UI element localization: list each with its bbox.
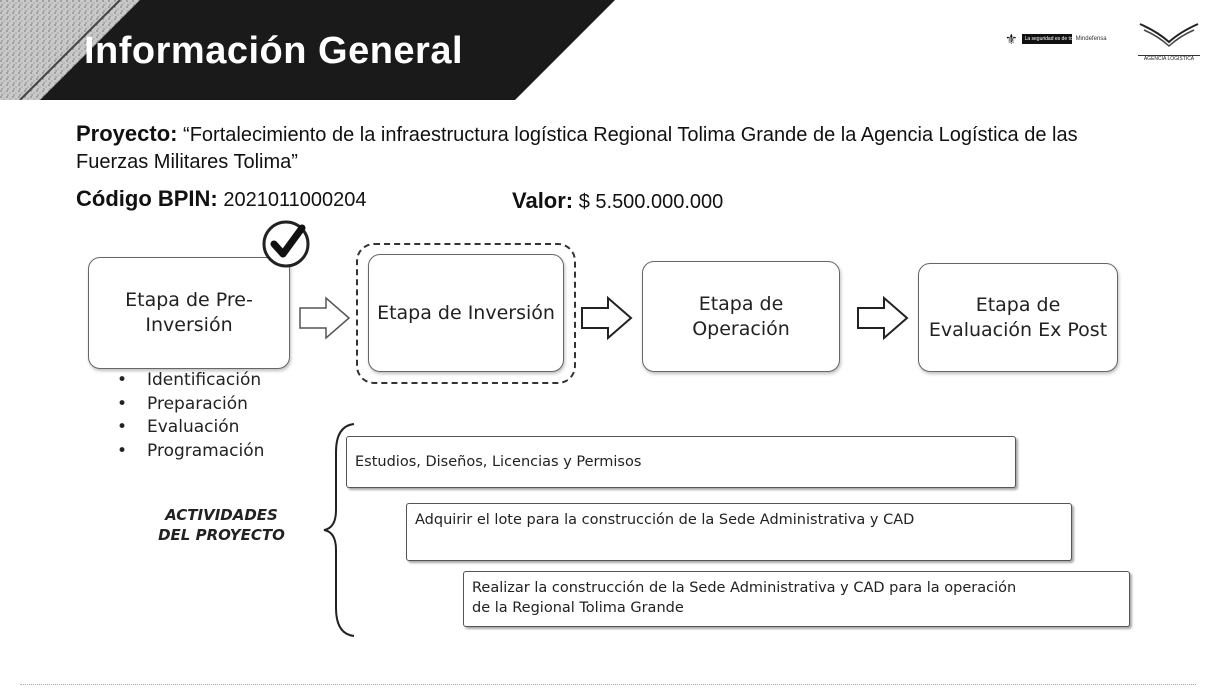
activity-text: Adquirir el lote para la construcción de… xyxy=(415,512,915,528)
checkmark-icon xyxy=(262,220,310,268)
activity-text: Realizar la construcción de la Sede Admi… xyxy=(472,580,1017,616)
stage-pre-inversion-label: Etapa de Pre-Inversión xyxy=(125,289,253,336)
stage-operacion-label: Etapa de Operación xyxy=(692,292,790,340)
stage-pre-inversion: Etapa de Pre-Inversión xyxy=(88,257,290,369)
header-banner xyxy=(0,0,615,100)
activity-item: Realizar la construcción de la Sede Admi… xyxy=(463,571,1130,627)
project-label: Proyecto: xyxy=(76,121,178,146)
crest-icon: ⚜ xyxy=(1005,31,1018,47)
list-item: Programación xyxy=(117,440,264,464)
arrow-right-icon xyxy=(299,296,351,340)
bpin-row: Código BPIN: 2021011000204 xyxy=(76,185,366,214)
curly-brace xyxy=(323,423,355,637)
value-amount: $ 5.500.000.000 xyxy=(578,191,724,213)
project-description: Proyecto: “Fortalecimiento de la infraes… xyxy=(76,120,1151,176)
agency-logo-text: AGENCIA LOGÍSTICA xyxy=(1138,55,1200,62)
activity-item: Adquirir el lote para la construcción de… xyxy=(406,503,1072,561)
list-item: Identificación xyxy=(117,369,264,393)
project-text: “Fortalecimiento de la infraestructura l… xyxy=(76,124,1078,173)
stage-inversion-label: Etapa de Inversión xyxy=(377,301,555,324)
bpin-value: 2021011000204 xyxy=(223,189,367,211)
current-stage-highlight xyxy=(356,243,576,384)
divider xyxy=(20,684,1196,686)
page-title: Información General xyxy=(84,30,464,72)
wings-icon xyxy=(1139,23,1199,48)
arrow-right-icon xyxy=(857,296,909,340)
ministry-logo-sub: Mindefensa xyxy=(1075,36,1107,42)
activities-label: ACTIVIDADES DEL PROYECTO xyxy=(158,506,285,544)
activity-item: Estudios, Diseños, Licencias y Permisos xyxy=(346,436,1016,488)
bpin-label: Código BPIN: xyxy=(76,186,218,211)
list-item: Evaluación xyxy=(117,416,264,440)
agency-logo: AGENCIA LOGÍSTICA xyxy=(1138,20,1200,68)
ministry-logo: ⚜ La seguridad es de todos Mindefensa xyxy=(1005,30,1123,48)
list-item: Preparación xyxy=(117,393,264,417)
stage-inversion: Etapa de Inversión xyxy=(368,254,564,372)
ministry-logo-text: La seguridad es de todos xyxy=(1021,34,1072,44)
value-row: Valor: $ 5.500.000.000 xyxy=(512,187,723,216)
stage-evaluacion-label: Etapa de Evaluación Ex Post xyxy=(928,293,1108,341)
arrow-right-icon xyxy=(581,296,633,340)
stage-evaluacion-ex-post: Etapa de Evaluación Ex Post xyxy=(918,263,1118,372)
pre-inversion-steps: Identificación Preparación Evaluación Pr… xyxy=(117,369,264,463)
value-label: Valor: xyxy=(512,188,574,213)
stage-operacion: Etapa de Operación xyxy=(642,261,840,372)
activity-text: Estudios, Diseños, Licencias y Permisos xyxy=(355,454,642,470)
